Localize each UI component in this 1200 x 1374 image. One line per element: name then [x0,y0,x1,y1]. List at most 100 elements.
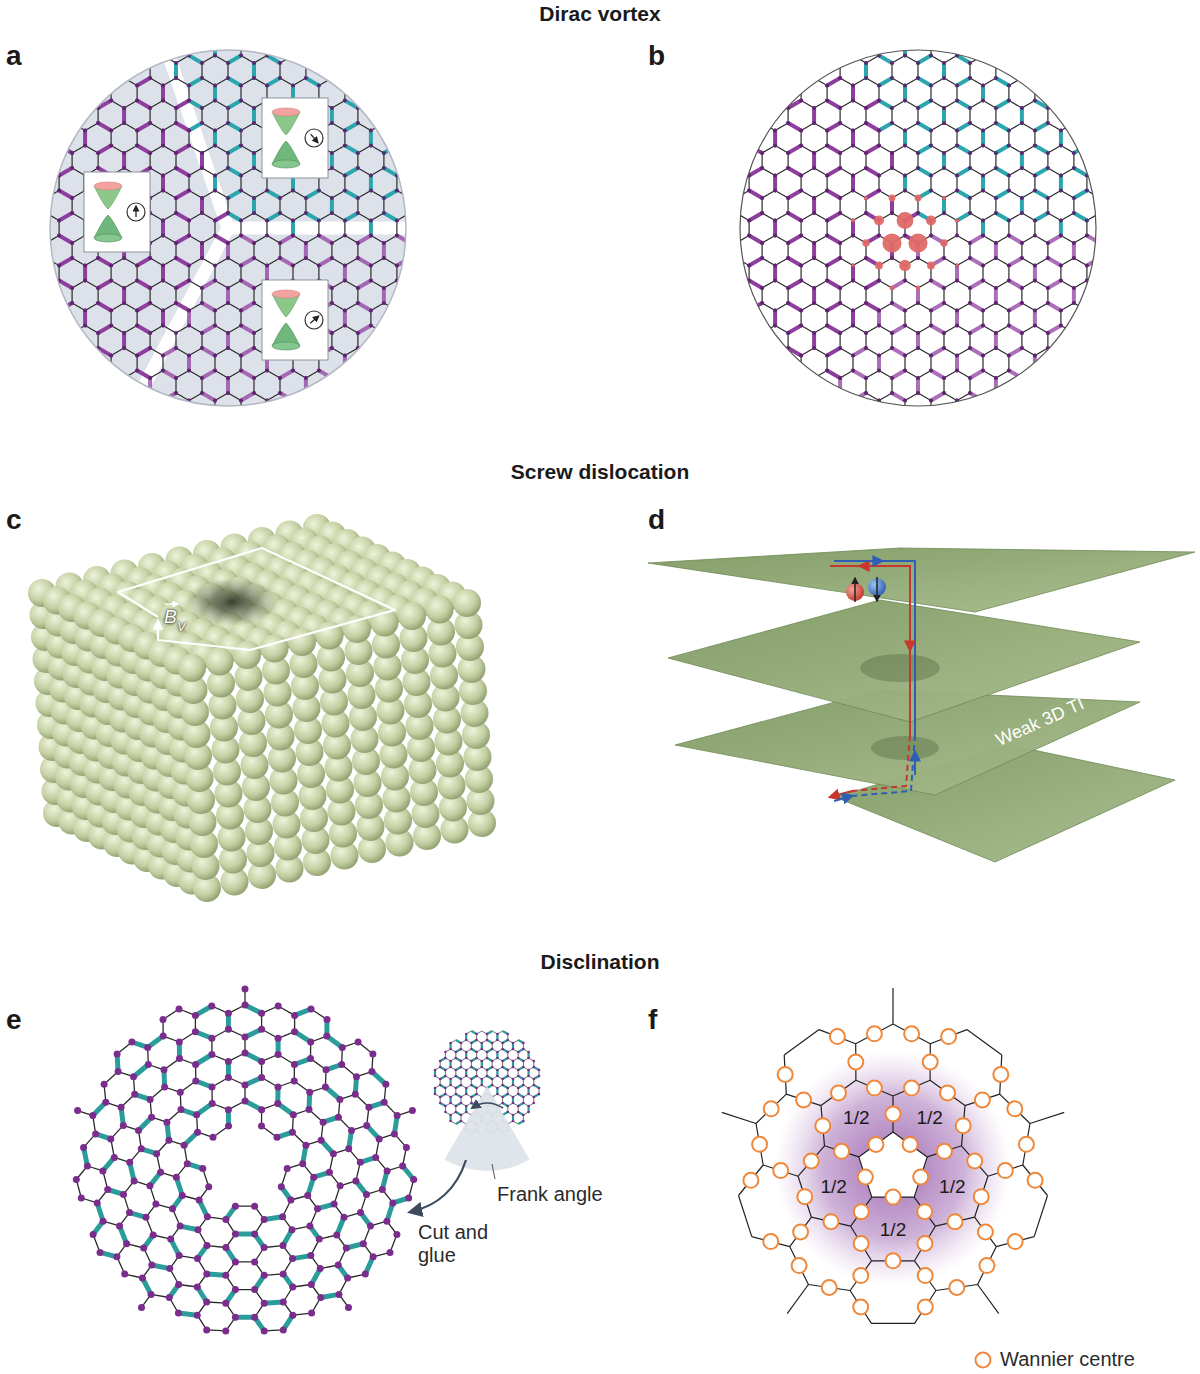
atom-sphere [206,648,234,676]
lattice-site [152,1201,159,1208]
lattice-site [760,166,764,170]
lattice-site [439,1066,442,1069]
bound-state-density [940,239,947,246]
lattice-site [161,234,165,238]
lattice-site [968,346,972,350]
atom-sphere [426,596,454,624]
lattice-site [213,219,217,223]
lattice-site [161,1066,168,1073]
mode-arrow [860,560,882,562]
lattice-site [1059,324,1063,328]
lattice-site [226,166,230,170]
lattice-site [278,196,282,200]
lattice-site [916,166,920,170]
lattice-site [773,279,777,283]
lattice-site [1059,129,1063,133]
lattice-site [968,121,972,125]
panel-c [28,514,496,902]
lattice-site [1046,286,1050,290]
lattice-site [942,331,946,335]
lattice-site [439,1096,442,1099]
lattice-site [383,1218,390,1225]
lattice-site [994,376,998,380]
lattice-site [135,324,139,328]
bound-state-density [889,195,896,202]
lattice-site [330,196,334,200]
lattice-site [330,166,334,170]
lattice-site [252,331,256,335]
lattice-site [330,121,334,125]
lattice-site [455,1051,458,1054]
lattice-site [838,196,842,200]
lattice-site [102,1099,109,1106]
lattice-site [314,1205,321,1212]
lattice-site [942,286,946,290]
lattice-site [115,1068,122,1075]
atom-sphere [453,589,481,617]
lattice-site [394,1112,401,1119]
wannier-centre [941,1029,956,1044]
strong-bond [176,33,436,236]
lattice-site [330,286,334,290]
lattice-site [280,1270,287,1277]
sheet-dip [860,654,940,682]
lattice-site [838,121,842,125]
lattice-site [174,151,178,155]
lattice-site [356,241,360,245]
lattice-site [278,376,282,380]
lattice-site [226,331,230,335]
mode-arrow [860,565,880,567]
wannier-centre [918,1300,933,1315]
lattice-site [812,166,816,170]
lattice-site [501,1084,504,1087]
lattice-site [181,1142,188,1149]
lattice-site [258,1058,265,1065]
lattice-site [877,189,881,193]
lattice-site [1059,234,1063,238]
lattice-site [994,211,998,215]
lattice-site [90,1231,97,1238]
lattice-site [929,129,933,133]
lattice-site [1059,279,1063,283]
lattice-site [252,151,256,155]
lattice-site [1007,189,1011,193]
lattice-site [994,286,998,290]
lattice-site [148,1114,155,1121]
lattice-site [57,189,61,193]
lattice-site [1007,354,1011,358]
lattice-site [825,189,829,193]
lattice-site [369,324,373,328]
lattice-site [96,301,100,305]
lattice-site [317,369,321,373]
lattice-site [290,1111,297,1118]
wannier-centre [834,1144,849,1159]
lattice-site [139,1275,146,1282]
lattice-site [486,1057,489,1060]
lattice-site [135,99,139,103]
lattice-site [890,121,894,125]
lattice-site [517,1051,520,1054]
lattice-site [994,106,998,110]
lattice-site [161,219,165,223]
lattice-site [205,1183,212,1190]
lattice-site [239,174,243,178]
wannier-centre [796,1092,811,1107]
lattice-site [339,1044,346,1051]
lattice-site [176,1039,183,1046]
wannier-centre [918,1268,933,1283]
lattice-site [265,234,269,238]
lattice-site [113,1253,120,1260]
lattice-site [1033,324,1037,328]
wannier-centre [763,1234,778,1249]
lattice-site [226,196,230,200]
lattice-site [163,1119,170,1126]
lattice-site [799,279,803,283]
lattice-site [120,1122,127,1129]
lattice-site [331,1201,338,1208]
lattice-site [522,1066,525,1069]
lattice-site [239,144,243,148]
lattice-site [851,174,855,178]
lattice-site [527,1051,530,1054]
atom-sphere [398,602,426,630]
lattice-site [174,391,178,395]
